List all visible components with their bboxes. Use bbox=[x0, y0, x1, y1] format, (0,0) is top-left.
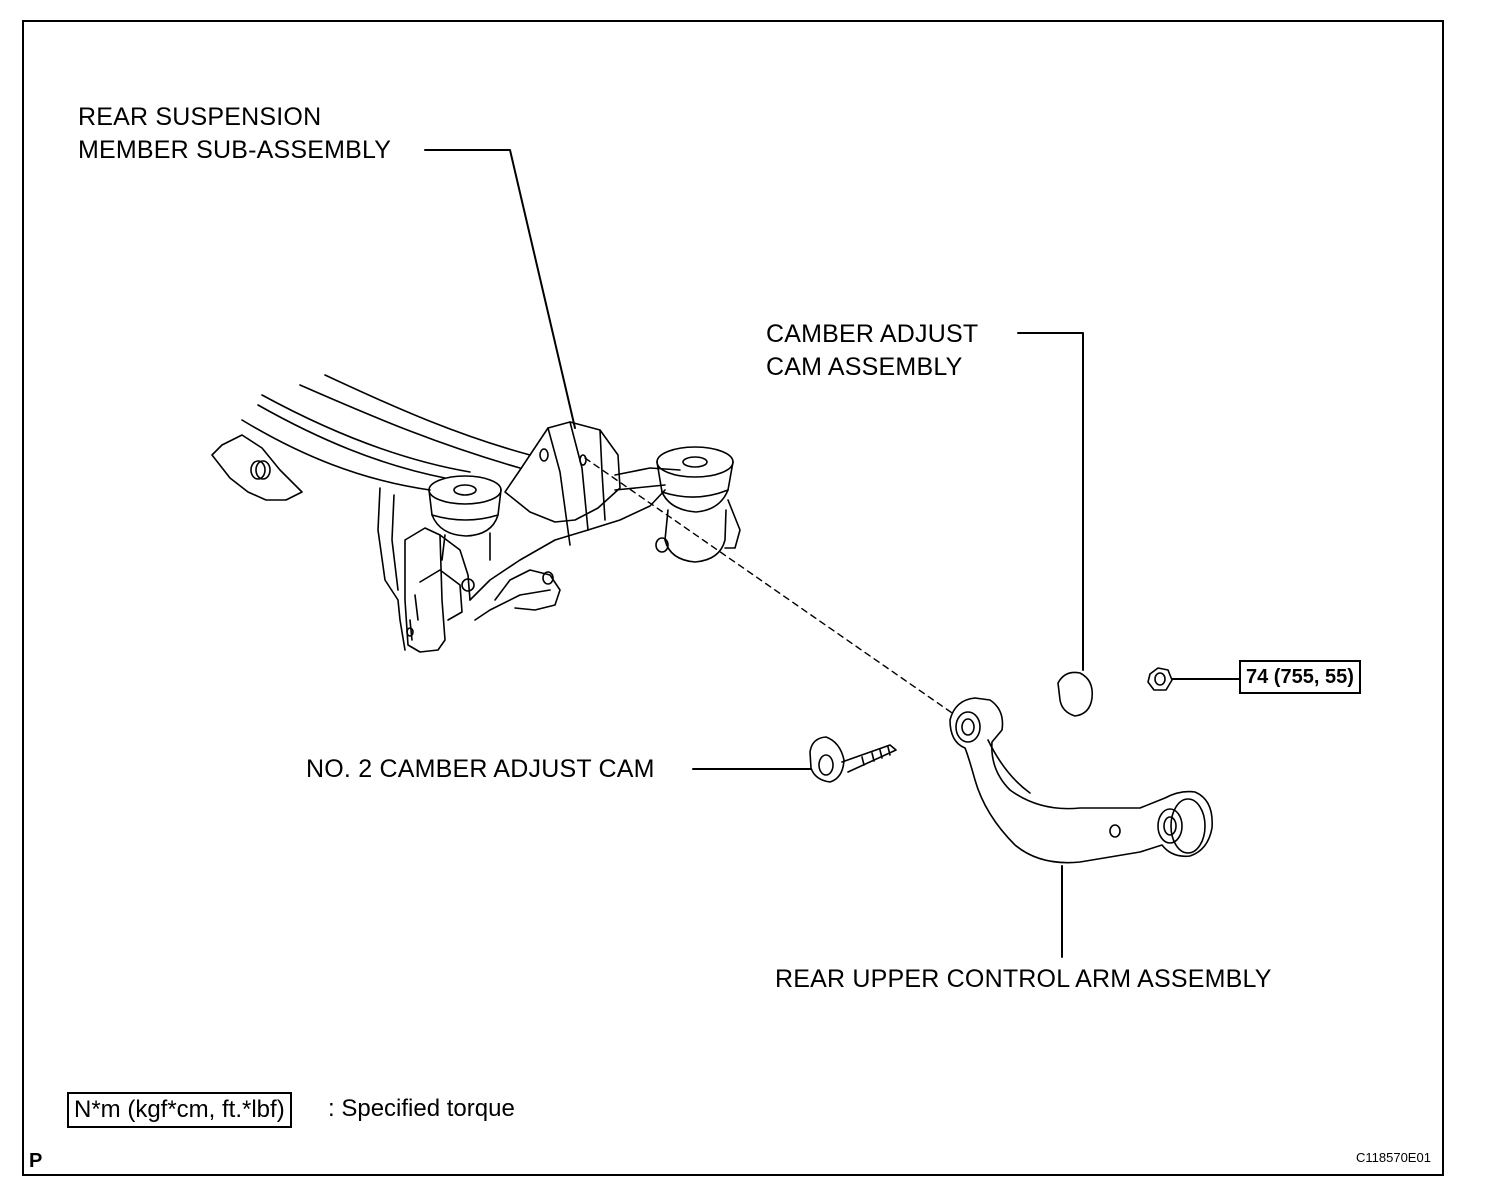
no2-camber-adjust-cam-drawing bbox=[809, 736, 897, 783]
nut-drawing bbox=[1147, 667, 1173, 691]
label-camber-adjust-cam-line2: CAM ASSEMBLY bbox=[766, 353, 963, 381]
camber-adjust-cam-drawing bbox=[1057, 671, 1094, 717]
rear-upper-control-arm-drawing bbox=[949, 697, 1213, 864]
label-rear-suspension-member-line1: REAR SUSPENSION bbox=[78, 103, 322, 131]
label-rear-upper-control-arm: REAR UPPER CONTROL ARM ASSEMBLY bbox=[775, 965, 1272, 993]
legend-description: : Specified torque bbox=[328, 1095, 515, 1122]
diagram-frame bbox=[22, 20, 1444, 1176]
label-no2-camber-adjust-cam: NO. 2 CAMBER ADJUST CAM bbox=[306, 755, 655, 783]
label-camber-adjust-cam-line1: CAMBER ADJUST bbox=[766, 320, 979, 348]
rear-suspension-member-drawing bbox=[211, 374, 741, 653]
leader-camber-adjust-cam bbox=[1017, 332, 1084, 671]
corner-letter: P bbox=[29, 1150, 43, 1172]
leader-rear-suspension-member bbox=[424, 149, 576, 429]
figure-code: C118570E01 bbox=[1356, 1150, 1431, 1165]
label-rear-suspension-member-line2: MEMBER SUB-ASSEMBLY bbox=[78, 136, 392, 164]
torque-spec-box: 74 (755, 55) bbox=[1239, 660, 1361, 694]
alignment-dashed-line bbox=[584, 457, 956, 716]
legend-unit-box: N*m (kgf*cm, ft.*lbf) bbox=[67, 1092, 292, 1128]
